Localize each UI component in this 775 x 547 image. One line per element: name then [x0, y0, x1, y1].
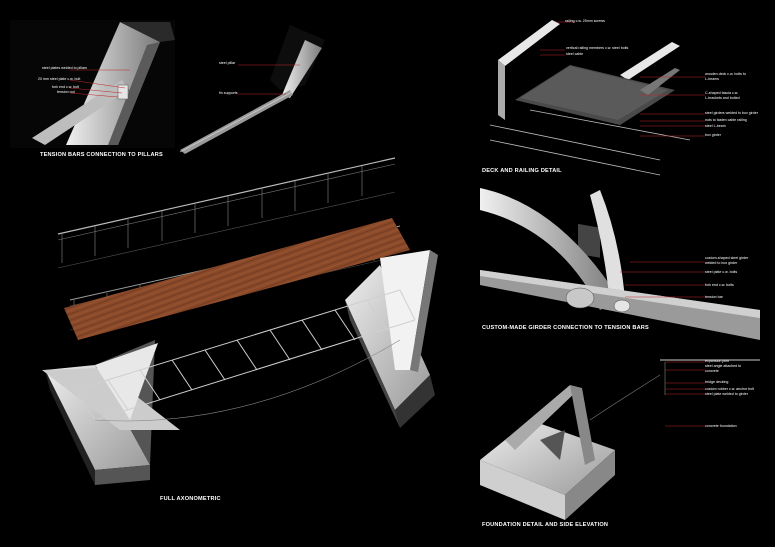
right-pillar — [345, 250, 438, 428]
label-steel-angle-1: steel angle attached to — [705, 364, 742, 368]
label-steel-girders: steel girders welded to box girder — [705, 111, 758, 115]
deck-railing-detail-view — [489, 20, 705, 258]
label-steel-plates-pillars: steel plates welded to pillars — [42, 66, 87, 70]
label-steel-plate-girder: steel plate welded to girder — [705, 392, 748, 396]
label-wooden-deck-1: wooden deck c.w. bolts to — [705, 72, 746, 76]
label-steel-l-beam: steel L-beam — [705, 124, 726, 128]
label-steel-plate-bolts: steel plate c.w. bolts — [705, 270, 738, 274]
label-expansion-joint: expansion joint — [705, 359, 729, 363]
pillar-fin-detail-view — [179, 25, 325, 154]
tension-detail-view — [10, 20, 175, 148]
label-wooden-deck-2: L-beams — [705, 77, 719, 81]
label-nuts-cable: nuts to fasten cable railing — [705, 118, 747, 122]
label-c-shaped-2: L-brackets and bolted — [705, 96, 740, 100]
left-pillar — [42, 340, 180, 485]
label-fork-end-bolts: fork end c.w. bolts — [705, 283, 734, 287]
wooden-deck-plane — [64, 218, 410, 340]
label-steel-pillar: steel pillar — [219, 61, 236, 65]
foundation-detail-view — [480, 359, 760, 520]
label-steel-angle-2: concrete — [705, 369, 719, 373]
label-tension-bar: tension bar — [705, 295, 723, 299]
label-custom-girder-1: custom-shaped steel girder — [705, 256, 749, 260]
label-bridge-decking: bridge decking — [705, 380, 729, 384]
title-tension-bars: TENSION BARS CONNECTION TO PILLARS — [40, 152, 163, 158]
label-20mm-steel-plate: 20 mm steel plate c.w. bolt — [38, 77, 81, 81]
full-axonometric-view — [42, 157, 438, 485]
label-custom-girder-2: welded to box girder — [705, 261, 738, 265]
label-custom-rubber: custom rubber c.w. anchor bolt — [705, 387, 754, 391]
title-full-axonometric: FULL AXONOMETRIC — [160, 496, 221, 502]
title-deck-railing: DECK AND RAILING DETAIL — [482, 168, 562, 174]
label-c-shaped-1: C-shaped fascia c.w. — [705, 91, 739, 95]
label-concrete-foundation: concrete foundation — [705, 424, 737, 428]
bridge-frame — [74, 289, 416, 422]
label-tension-rod: tension rod — [57, 90, 75, 94]
title-girder-connection: CUSTOM-MADE GIRDER CONNECTION TO TENSION… — [482, 325, 649, 331]
title-foundation: FOUNDATION DETAIL AND SIDE ELEVATION — [482, 522, 609, 528]
label-vertical-railing: vertical railing members c.w. steel bolt… — [566, 46, 629, 50]
girder-connection-view — [480, 188, 760, 340]
label-railing-screws: railing c.w. 25mm screws — [565, 19, 605, 23]
label-steel-cable: steel cable — [566, 52, 584, 56]
label-fin-supports: fin supports — [219, 91, 238, 95]
label-box-girder: box girder — [705, 133, 721, 137]
label-fork-end-bolt: fork end c.w. bolt — [52, 85, 79, 89]
